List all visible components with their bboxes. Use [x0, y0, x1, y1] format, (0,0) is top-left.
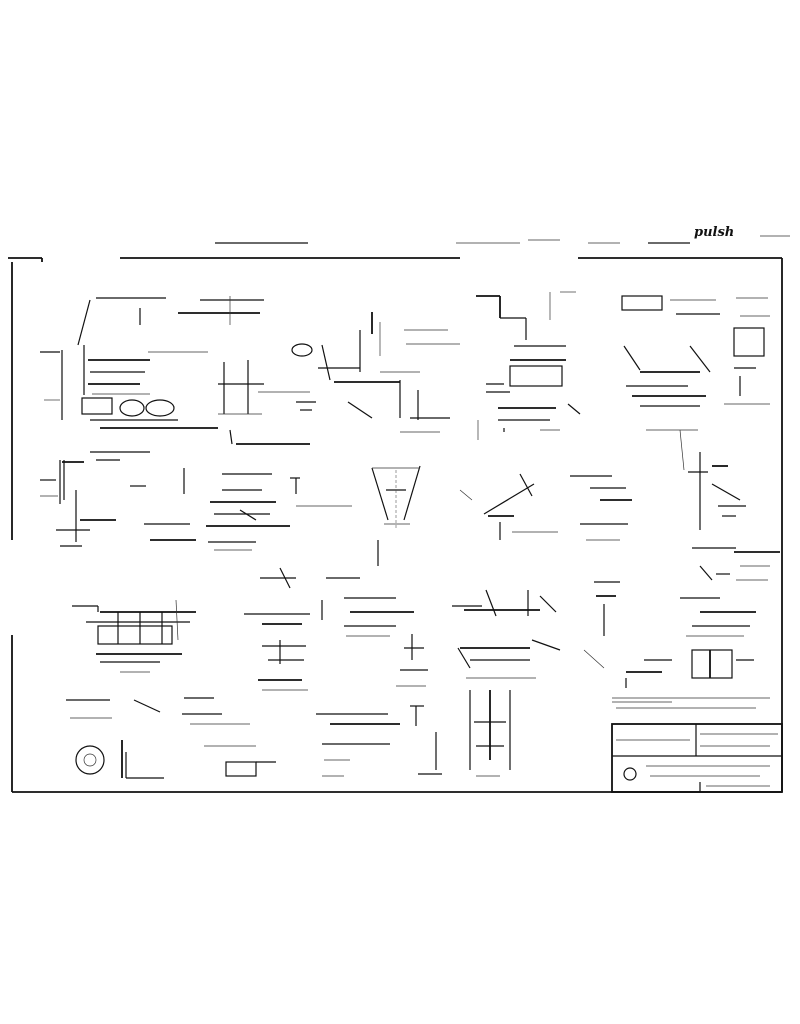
view-bottom-center [469, 690, 511, 777]
sheet-border [8, 257, 783, 793]
view-lower-left [72, 599, 196, 673]
handwritten-annotation: pulsh [694, 225, 734, 240]
view-bottom-center-left [204, 705, 442, 777]
view-mid-right [679, 429, 780, 581]
view-top-center [291, 312, 460, 433]
view-mid-center-left [183, 468, 379, 566]
view-bottom-left [66, 697, 250, 779]
view-lower-center-left [244, 567, 360, 691]
view-top-center-left [218, 360, 310, 445]
view-mid-center-right [459, 473, 632, 541]
view-top-center-right [476, 291, 581, 440]
view-lower-center [344, 597, 428, 687]
view-mid-center [371, 465, 421, 530]
view-top-left [40, 296, 264, 429]
view-mid-left [40, 451, 196, 547]
title-block [611, 697, 783, 793]
view-top-right [621, 295, 770, 431]
view-lower-right [612, 597, 756, 703]
header-rules [215, 235, 790, 244]
view-lower-center-right [452, 581, 620, 679]
